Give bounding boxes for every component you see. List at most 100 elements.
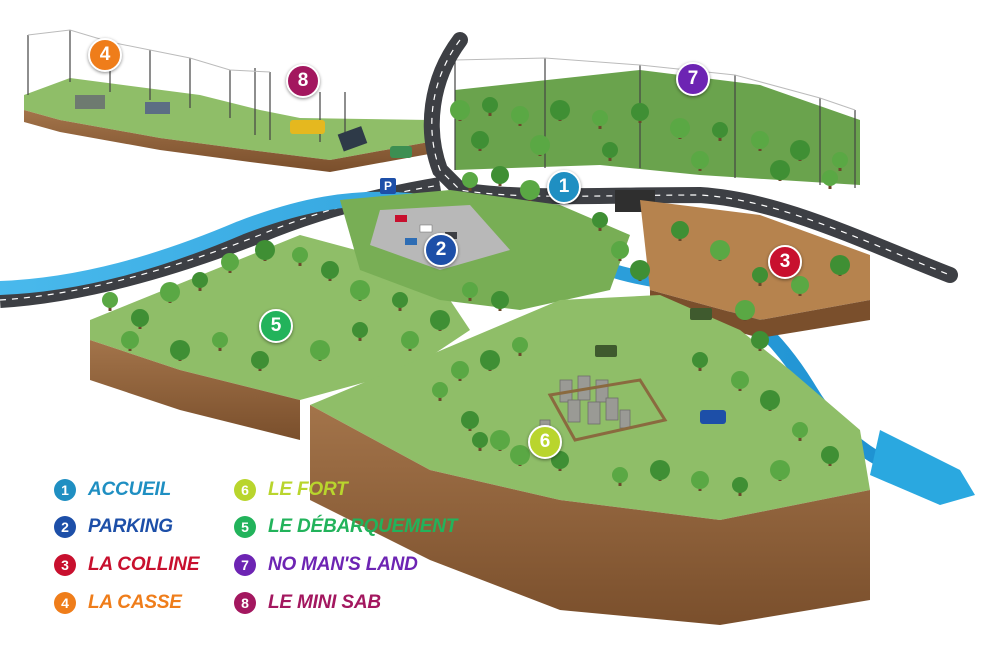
legend-badge: 4	[54, 592, 76, 614]
tree-icon	[751, 131, 769, 151]
tree-icon	[630, 260, 650, 281]
tree-icon	[212, 332, 228, 351]
legend-badge: 2	[54, 516, 76, 538]
tree-icon	[491, 291, 509, 311]
tree-icon	[462, 172, 478, 191]
tree-icon	[430, 310, 450, 331]
legend-label: LA CASSE	[88, 592, 182, 613]
map-marker-icon-zone-8[interactable]: 8	[286, 64, 320, 98]
legend-item-no-mans-land[interactable]: 7 NO MAN'S LAND	[234, 552, 418, 578]
tree-icon	[731, 371, 749, 391]
tree-icon	[401, 331, 419, 351]
tree-icon	[592, 212, 608, 231]
tree-icon	[310, 340, 330, 361]
tree-icon	[671, 221, 689, 241]
legend-label: LE MINI SAB	[268, 592, 381, 613]
zone-1-2-terrain	[340, 178, 655, 310]
tree-icon	[121, 331, 139, 351]
tree-icon	[392, 292, 408, 311]
zone-6-terrain	[310, 295, 870, 625]
tree-icon	[482, 97, 498, 116]
map-marker-icon-zone-4[interactable]: 4	[88, 38, 122, 72]
tree-icon	[520, 180, 540, 201]
map-marker-icon-zone-1[interactable]: 1	[547, 170, 581, 204]
tree-icon	[602, 142, 618, 161]
tree-icon	[752, 267, 768, 286]
legend-badge: 5	[234, 516, 256, 538]
tree-icon	[790, 140, 810, 161]
tree-group	[102, 97, 850, 496]
tree-icon	[691, 151, 709, 171]
tree-icon	[821, 446, 839, 466]
tree-icon	[450, 100, 470, 121]
tree-icon	[770, 460, 790, 481]
north-west-strip	[24, 29, 440, 172]
tree-icon	[251, 351, 269, 371]
tree-icon	[792, 422, 808, 441]
tree-icon	[480, 350, 500, 371]
tree-icon	[822, 170, 838, 189]
tree-icon	[490, 430, 510, 451]
tree-icon	[791, 276, 809, 296]
north-east-forest-zone	[454, 57, 860, 188]
tree-icon	[292, 247, 308, 266]
tree-icon	[472, 432, 488, 451]
legend-item-parking[interactable]: 2 PARKING	[54, 514, 173, 540]
legend-badge: 8	[234, 592, 256, 614]
tree-icon	[670, 118, 690, 139]
tree-icon	[691, 471, 709, 491]
parking-icon: P	[383, 179, 392, 193]
legend-badge: 7	[234, 554, 256, 576]
tree-icon	[451, 361, 469, 381]
tree-icon	[432, 382, 448, 401]
legend-item-la-colline[interactable]: 3 LA COLLINE	[54, 552, 199, 578]
tree-icon	[160, 282, 180, 303]
legend-label: LE FORT	[268, 479, 348, 500]
tree-icon	[735, 300, 755, 321]
tree-icon	[530, 135, 550, 156]
legend-item-le-debarquement[interactable]: 5 LE DÉBARQUEMENT	[234, 514, 457, 540]
map-marker-icon-zone-2[interactable]: 2	[424, 233, 458, 267]
tree-icon	[461, 411, 479, 431]
tree-icon	[760, 390, 780, 411]
zone-3-terrain	[640, 200, 870, 338]
tree-icon	[832, 152, 848, 171]
tree-icon	[255, 240, 275, 261]
tree-icon	[830, 255, 850, 276]
legend-item-le-mini-sab[interactable]: 8 LE MINI SAB	[234, 590, 381, 616]
map-marker-icon-zone-3[interactable]: 3	[768, 245, 802, 279]
map-marker-icon-zone-6[interactable]: 6	[528, 425, 562, 459]
tree-icon	[551, 451, 569, 471]
legend-label: LE DÉBARQUEMENT	[268, 516, 458, 537]
tree-icon	[751, 331, 769, 351]
legend-label: NO MAN'S LAND	[268, 554, 418, 575]
map-marker-icon-zone-7[interactable]: 7	[676, 62, 710, 96]
tree-icon	[471, 131, 489, 151]
legend-item-la-casse[interactable]: 4 LA CASSE	[54, 590, 182, 616]
legend-badge: 3	[54, 554, 76, 576]
tree-icon	[170, 340, 190, 361]
tree-icon	[131, 309, 149, 329]
tree-icon	[732, 477, 748, 496]
tree-icon	[612, 467, 628, 486]
tree-icon	[192, 272, 208, 291]
tree-icon	[221, 253, 239, 273]
tree-icon	[550, 100, 570, 121]
tree-icon	[710, 240, 730, 261]
tree-icon	[770, 160, 790, 181]
legend-item-le-fort[interactable]: 6 LE FORT	[234, 477, 348, 503]
legend-badge: 6	[234, 479, 256, 501]
tree-icon	[321, 261, 339, 281]
legend-badge: 1	[54, 479, 76, 501]
map-marker-icon-zone-5[interactable]: 5	[259, 309, 293, 343]
tree-icon	[352, 322, 368, 341]
tree-icon	[491, 166, 509, 186]
tree-icon	[712, 122, 728, 141]
tree-icon	[350, 280, 370, 301]
tree-icon	[692, 352, 708, 371]
tree-icon	[510, 445, 530, 466]
legend-item-accueil[interactable]: 1 ACCUEIL	[54, 477, 171, 503]
tree-icon	[650, 460, 670, 481]
